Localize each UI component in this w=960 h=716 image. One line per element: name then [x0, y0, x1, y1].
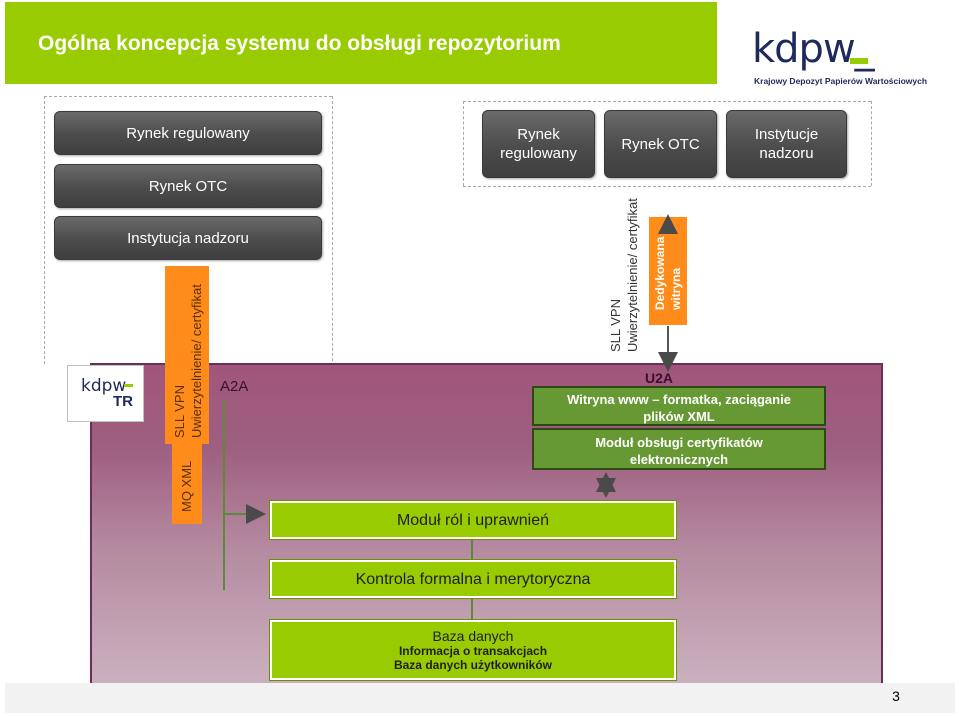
- otc-market-button-right[interactable]: Rynek OTC: [604, 110, 717, 178]
- roles-permissions-box: Moduł ról i uprawnień: [269, 500, 677, 540]
- kdpw-logo: kdpw_: [752, 26, 875, 72]
- left-channel-bar: [165, 266, 209, 444]
- footer-bar: [5, 683, 955, 713]
- database-line1: Informacja o transakcjach: [398, 644, 548, 658]
- kdpw-tr-logo-bottom: TR: [113, 393, 133, 410]
- page-title: Ogólna koncepcja systemu do obsługi repo…: [38, 32, 561, 55]
- right-frame-bottom: [463, 186, 871, 187]
- certificate-module-box: Moduł obsługi certyfikatów elektroniczny…: [532, 428, 826, 470]
- logo-subtitle: Krajowy Depozyt Papierów Wartościowych: [754, 76, 928, 86]
- database-line2: Baza danych użytkowników: [393, 658, 553, 672]
- web-portal-box: Witryna www – formatka, zaciąganie plikó…: [532, 386, 826, 426]
- database-box: Baza danych Informacja o transakcjach Ba…: [269, 619, 677, 681]
- formal-control-box: Kontrola formalna i merytoryczna: [269, 559, 677, 599]
- title-bar: [5, 2, 717, 84]
- kdpw-tr-logo: kdpw TR: [67, 365, 144, 422]
- right-frame-top: [463, 101, 871, 102]
- kdpw-tr-logo-top: kdpw: [81, 376, 127, 396]
- otc-market-button[interactable]: Rynek OTC: [54, 164, 322, 208]
- left-frame-right: [332, 96, 333, 366]
- page-number: 3: [892, 688, 900, 704]
- logo-accent: [850, 58, 868, 64]
- mq-xml-bar: [172, 444, 202, 524]
- database-title: Baza danych: [432, 628, 514, 644]
- dedicated-site-bar: [649, 217, 687, 325]
- left-frame-left: [44, 96, 45, 364]
- regulated-market-button[interactable]: Rynek regulowany: [54, 111, 322, 155]
- u2a-label: U2A: [645, 370, 674, 386]
- right-frame-left: [463, 101, 464, 186]
- right-frame-right: [871, 101, 872, 186]
- regulated-market-button-right[interactable]: Rynek regulowany: [482, 110, 595, 178]
- supervisory-institution-button[interactable]: Instytucja nadzoru: [54, 216, 322, 260]
- kdpw-tr-logo-accent: [124, 384, 133, 387]
- left-frame-top: [44, 96, 332, 97]
- supervisory-institutions-button-right[interactable]: Instytucje nadzoru: [726, 110, 847, 178]
- a2a-label: A2A: [220, 378, 249, 395]
